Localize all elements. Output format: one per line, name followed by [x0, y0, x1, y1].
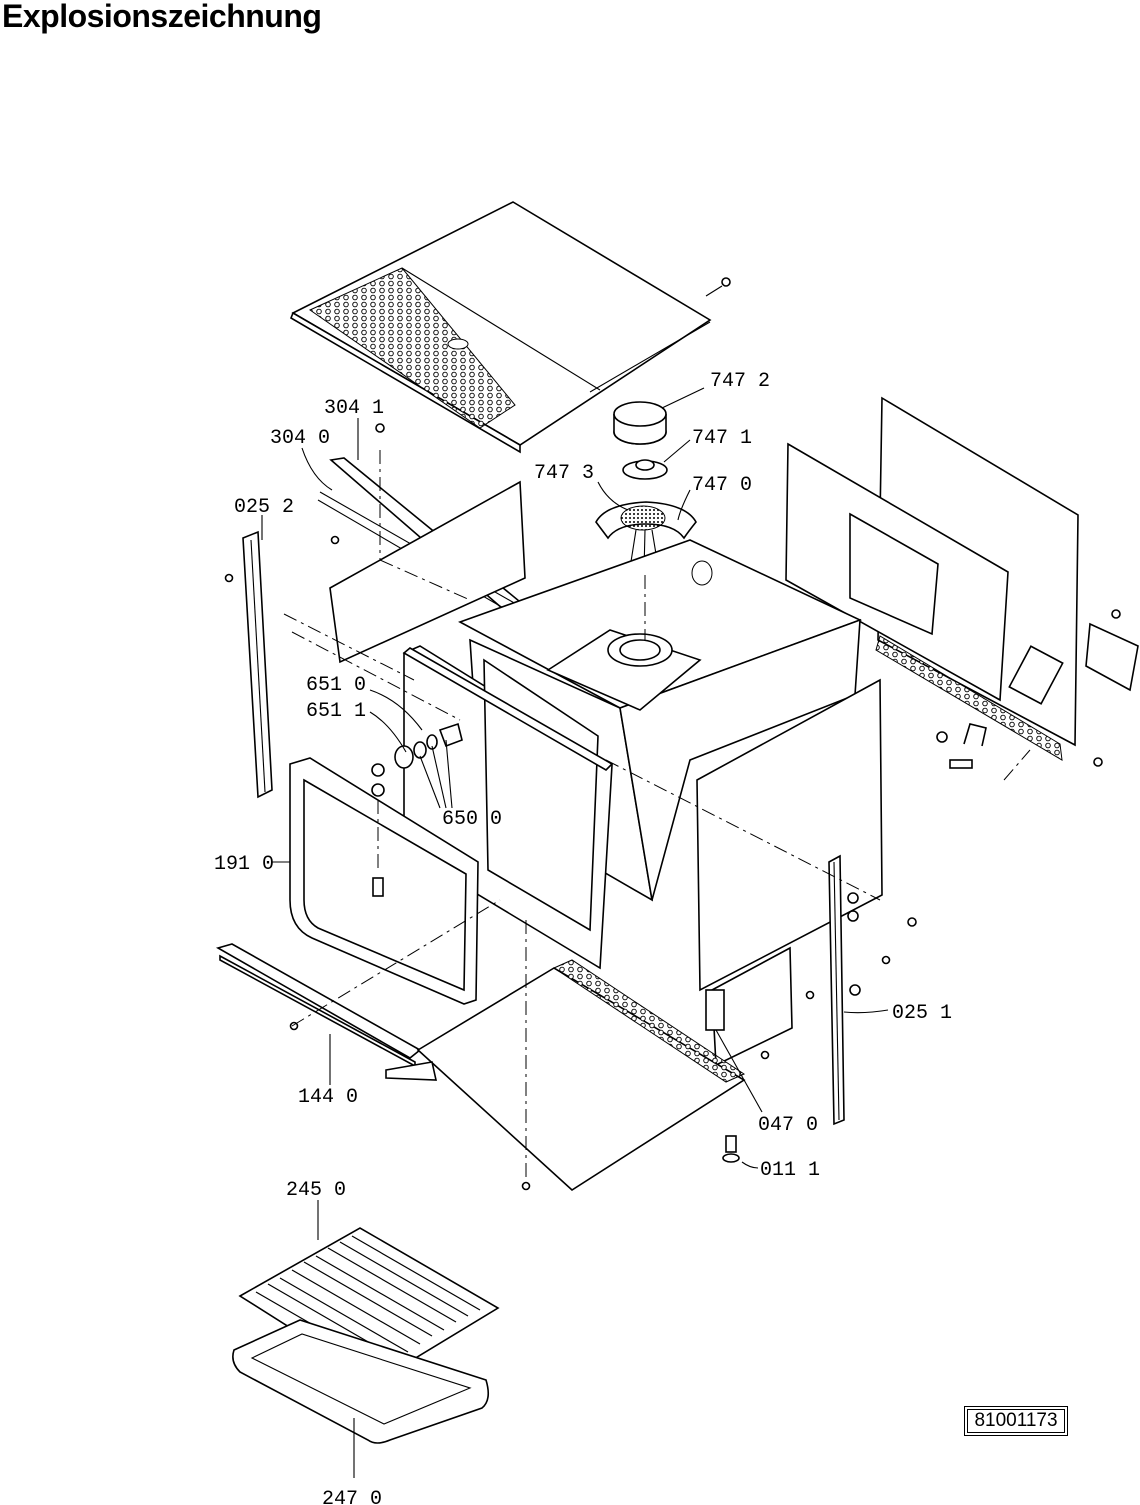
label-304-0: 304 0 — [270, 427, 330, 450]
label-047-0: 047 0 — [758, 1114, 818, 1137]
label-747-2: 747 2 — [710, 370, 770, 393]
right-front-strip — [828, 854, 859, 1126]
label-025-2: 025 2 — [234, 496, 294, 519]
part-labels: 747 2 747 1 747 3 747 0 304 1 304 0 025 … — [214, 370, 952, 1505]
label-650-0: 650 0 — [442, 808, 502, 831]
label-304-1: 304 1 — [324, 397, 384, 420]
hinge-bracket-parts — [936, 723, 987, 769]
bottom-plate — [385, 959, 746, 1192]
label-191-0: 191 0 — [214, 853, 274, 876]
label-245-0: 245 0 — [286, 1179, 346, 1202]
document-number-box: 81001173 — [964, 1406, 1068, 1436]
label-747-1: 747 1 — [692, 427, 752, 450]
label-747-0: 747 0 — [692, 474, 752, 497]
rear-housing-panel — [785, 396, 1139, 767]
label-144-0: 144 0 — [298, 1086, 358, 1109]
leader-lines — [261, 387, 889, 1478]
top-cover-panel — [290, 201, 731, 454]
label-747-3: 747 3 — [534, 462, 594, 485]
page-title: Explosionszeichnung — [2, 0, 322, 34]
label-011-1: 011 1 — [760, 1159, 820, 1182]
baking-tray — [232, 1319, 490, 1444]
label-247-0: 247 0 — [322, 1488, 382, 1505]
label-651-1: 651 1 — [306, 700, 366, 723]
assembly-center-lines — [283, 450, 1031, 1180]
label-651-0: 651 0 — [306, 674, 366, 697]
document-number: 81001173 — [974, 1410, 1058, 1431]
left-front-strip — [224, 530, 273, 799]
label-025-1: 025 1 — [892, 1002, 952, 1025]
door-seal-frame — [289, 757, 479, 1005]
